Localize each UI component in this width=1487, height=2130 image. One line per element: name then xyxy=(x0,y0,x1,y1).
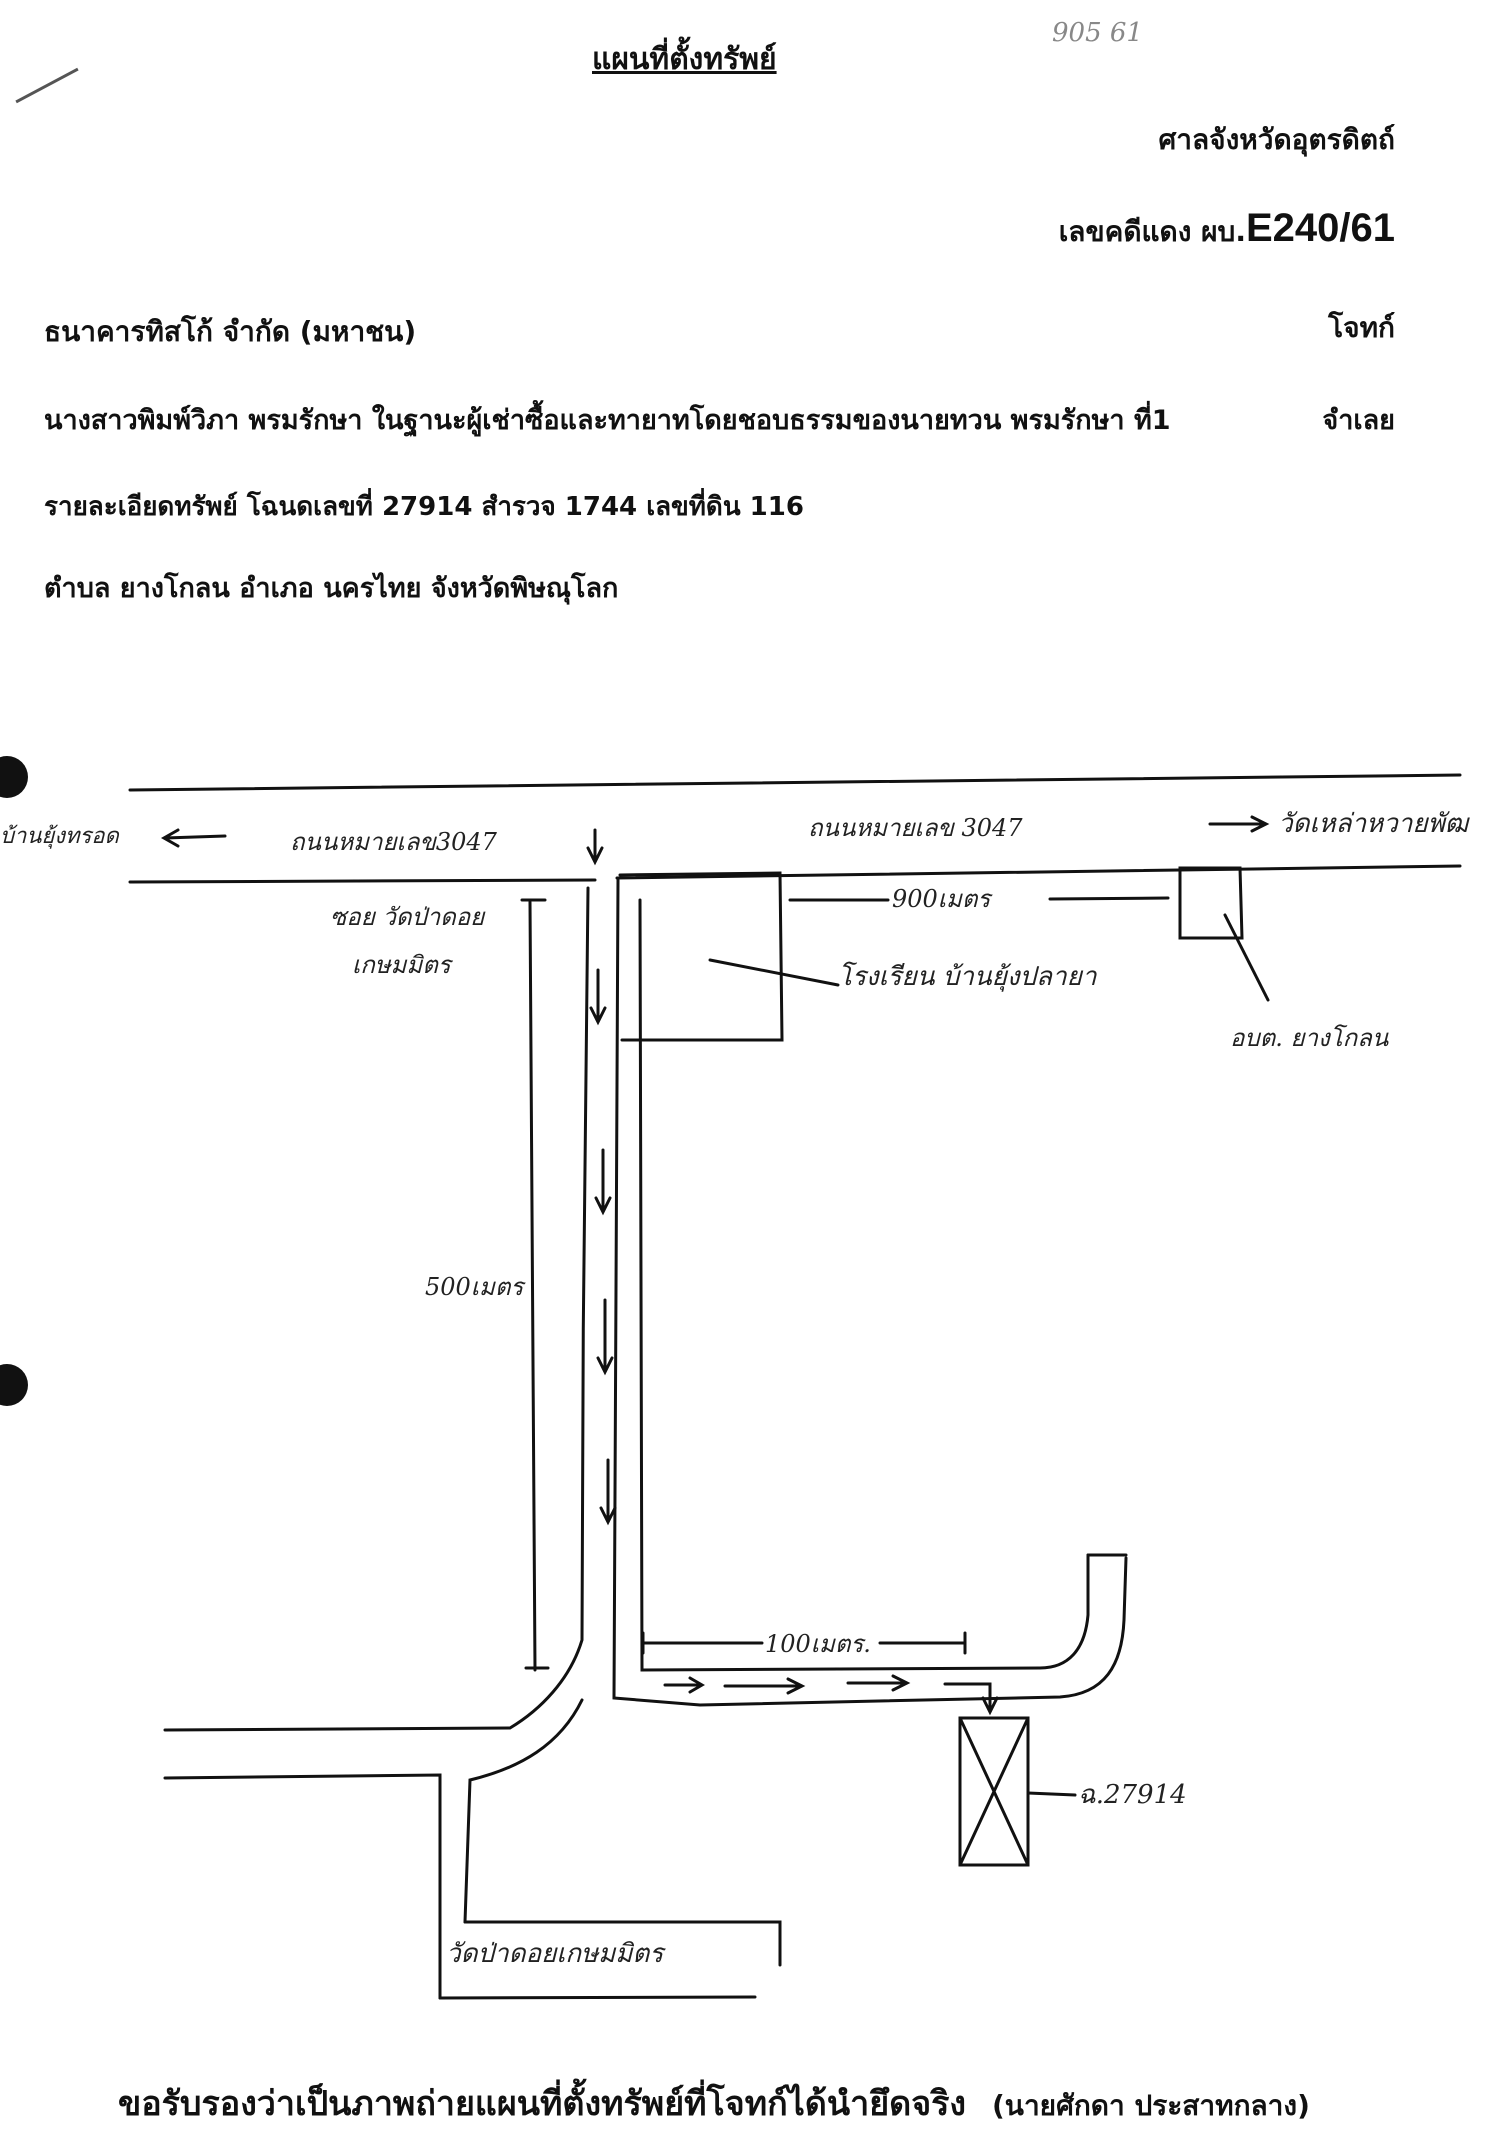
school-label: โรงเรียน บ้านยุ้งปลายา xyxy=(838,961,1098,992)
case-prefix: เลขคดีแดง ผบ. xyxy=(1058,215,1246,248)
arrow-entry xyxy=(586,828,604,866)
soi-label-line1: ซอย วัดป่าดอย xyxy=(330,903,486,931)
certification-statement: ขอรับรองว่าเป็นภาพถ่ายแผนที่ตั้งทรัพย์ที… xyxy=(118,2084,967,2124)
sao-label: อบต. ยางโกลน xyxy=(1230,1024,1389,1052)
right-destination-label: วัดเหล่าหวายพัฒ xyxy=(1278,809,1471,839)
arrow-right-3 xyxy=(846,1674,911,1692)
lower-road-right-edge xyxy=(463,1698,584,1924)
school-box xyxy=(618,871,784,1042)
property-location: ตำบล ยางโกลน อำเภอ นครไทย จังหวัดพิษณุโล… xyxy=(44,573,619,604)
arrow-down-1 xyxy=(589,968,607,1026)
arrow-right-destination xyxy=(1208,815,1270,833)
lower-road-left-edge xyxy=(163,1773,442,2000)
main-road-bottom-edge xyxy=(128,864,1462,884)
lane-inner-edge xyxy=(638,898,1090,1672)
road-right-label: ถนนหมายเลข 3047 xyxy=(808,814,1023,842)
arrow-left-destination xyxy=(160,828,227,848)
pen-mark xyxy=(15,67,79,104)
sao-box xyxy=(1178,866,1244,940)
property-detail: รายละเอียดทรัพย์ โฉนดเลขที่ 27914 สำรวจ … xyxy=(44,492,804,522)
case-number: เลขคดีแดง ผบ.E240/61 xyxy=(1059,206,1395,254)
left-destination-label: บ้านยุ้งทรอด xyxy=(0,824,121,849)
arrow-down-2 xyxy=(594,1148,612,1216)
soi-right-edge xyxy=(612,878,1128,1707)
arrow-down-3 xyxy=(596,1298,614,1376)
soi-label-line2: เกษมมิตร xyxy=(352,951,454,979)
distance-500-label: 500เมตร xyxy=(425,1273,526,1301)
distance-900-label: 900เมตร xyxy=(892,885,993,913)
temple-box xyxy=(438,1920,782,2000)
certifier-name: (นายศักดา ประสาทกลาง) xyxy=(992,2089,1310,2122)
defendant-role: จำเลย xyxy=(1322,405,1395,436)
dimension-500 xyxy=(520,898,550,1672)
soi-left-edge xyxy=(163,886,590,1732)
arrow-right-1 xyxy=(663,1676,705,1694)
distance-100-label: 100เมตร. xyxy=(765,1630,871,1658)
dimension-100 xyxy=(641,1631,967,1655)
handwritten-stamp-number: 905 61 xyxy=(1052,18,1143,48)
land-plot-pointer xyxy=(1026,1791,1077,1797)
deed-label: ฉ.27914 xyxy=(1078,1780,1187,1810)
sao-pointer xyxy=(1223,913,1270,1002)
case-number-value: E240/61 xyxy=(1245,206,1395,250)
arrow-right-2 xyxy=(723,1677,806,1695)
court-name: ศาลจังหวัดอุตรดิตถ์ xyxy=(1158,123,1395,156)
temple-label: วัดป่าดอยเกษมมิตร xyxy=(446,1939,666,1969)
arrow-down-4 xyxy=(599,1458,617,1526)
road-left-label: ถนนหมายเลข3047 xyxy=(290,828,498,856)
plaintiff-role: โจทก์ xyxy=(1328,311,1395,344)
plaintiff-name: ธนาคารทิสโก้ จำกัด (มหาชน) xyxy=(44,315,417,348)
document-title: แผนที่ตั้งทรัพย์ xyxy=(592,42,777,77)
arrow-right-4 xyxy=(943,1682,999,1716)
school-pointer xyxy=(708,958,840,987)
hand-drawn-map: บ้านยุ้งทรอด ถนนหมายเลข3047 ถนนหมายเลข 3… xyxy=(0,773,1471,2000)
dimension-900 xyxy=(788,896,1170,902)
land-plot xyxy=(958,1716,1030,1867)
defendant-name: นางสาวพิมพ์วิภา พรมรักษา ในฐานะผู้เช่าซื… xyxy=(44,405,1171,436)
main-road-top-edge xyxy=(128,773,1462,792)
